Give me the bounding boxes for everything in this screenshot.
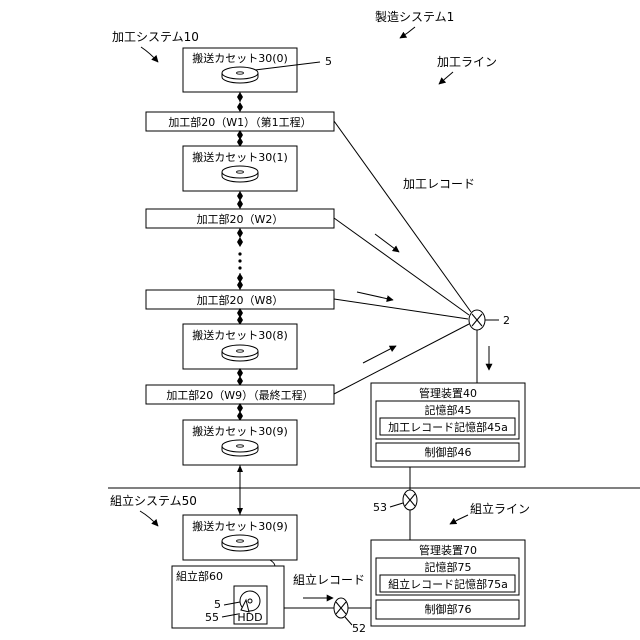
assembly-cassette-9: 搬送カセット30(9) [183, 515, 297, 560]
assembly-unit-60: 組立部60 HDD 5 55 [172, 566, 284, 628]
transfer-w8-8 [237, 308, 243, 325]
cassette-8: 搬送カセット30(8) [183, 324, 297, 369]
hdd-disk-ref: 5 [214, 598, 221, 611]
mgmt70-title: 管理装置70 [419, 543, 477, 557]
assembly-line-pointer [450, 515, 468, 524]
svg-text:加工部20（W8）: 加工部20（W8） [197, 293, 284, 307]
transfer-1-w2 [237, 191, 243, 209]
processing-unit-w1: 加工部20（W1）（第1工程） [146, 112, 334, 131]
management-device-40: 管理装置40 記憶部45 加工レコード記憶部45a 制御部46 [371, 383, 525, 467]
hub-53 [403, 490, 417, 510]
svg-text:加工部20（W9）（最終工程）: 加工部20（W9）（最終工程） [166, 388, 313, 402]
mgmt40-storage: 記憶部45 [425, 403, 472, 417]
mgmt70-storage: 記憶部75 [425, 560, 472, 574]
hub-2 [469, 310, 485, 330]
cassette-1: 搬送カセット30(1) [183, 146, 297, 191]
record-flow-arrow-3 [363, 346, 396, 363]
inter-system-transfer [237, 465, 243, 515]
processing-line-pointer [439, 72, 453, 84]
processing-line-label: 加工ライン [437, 55, 497, 69]
cassette-9-label: 搬送カセット30(9) [192, 424, 288, 438]
record-flow-arrow-1 [375, 234, 399, 252]
manufacturing-system-label: 製造システム1 [375, 10, 454, 24]
manufacturing-system-pointer [400, 27, 415, 38]
hdd-ref: 55 [205, 611, 219, 624]
assembly-system-label: 組立システム50 [110, 493, 197, 508]
svg-text:加工部20（W1）（第1工程）: 加工部20（W1）（第1工程） [168, 115, 311, 129]
cassette-0-label: 搬送カセット30(0) [192, 51, 288, 65]
transfer-0-1 [237, 92, 243, 112]
omitted-steps [237, 228, 243, 290]
mgmt70-record-store: 組立レコード記憶部75a [388, 577, 508, 591]
management-device-70: 管理装置70 記憶部75 組立レコード記憶部75a 制御部76 [371, 540, 525, 626]
cassette-8-label: 搬送カセット30(8) [192, 328, 288, 342]
record-flow-arrow-2 [357, 292, 393, 300]
assembly-system-pointer [140, 511, 158, 526]
mgmt40-control: 制御部46 [425, 445, 472, 459]
transfer-w1-1 [237, 130, 243, 147]
processing-unit-w8: 加工部20（W8） [146, 290, 334, 309]
assembly-unit-label: 組立部60 [176, 569, 223, 583]
assembly-record-label: 組立レコード [293, 572, 365, 587]
processing-system-label: 加工システム10 [112, 30, 199, 44]
disk-ref-5: 5 [325, 55, 332, 68]
hub-53-ref: 53 [373, 501, 387, 514]
transfer-w9-9 [237, 403, 243, 421]
hub-52-ref-line [345, 617, 352, 625]
hub-52 [334, 598, 348, 618]
svg-text:加工部20（W2）: 加工部20（W2） [197, 212, 284, 226]
mgmt70-control: 制御部76 [425, 602, 472, 616]
mgmt40-record-store: 加工レコード記憶部45a [388, 420, 508, 434]
processing-record-label: 加工レコード [403, 177, 475, 191]
assembly-cassette-label: 搬送カセット30(9) [192, 519, 288, 533]
mgmt40-title: 管理装置40 [419, 386, 477, 400]
cassette-9: 搬送カセット30(9) [183, 420, 297, 465]
transfer-8-w9 [237, 368, 243, 386]
cassette-1-label: 搬送カセット30(1) [192, 150, 288, 164]
processing-unit-w9: 加工部20（W9）（最終工程） [146, 385, 334, 404]
processing-record-links [334, 121, 471, 394]
hub-52-ref: 52 [352, 622, 366, 635]
cassette-0: 搬送カセット30(0) 5 [183, 48, 332, 92]
processing-unit-w2: 加工部20（W2） [146, 209, 334, 228]
assembly-line-label: 組立ライン [470, 501, 530, 516]
hdd-label: HDD [237, 611, 262, 624]
processing-system-pointer [141, 47, 158, 62]
hub-53-ref-line [390, 503, 403, 507]
hub-2-ref: 2 [503, 314, 510, 327]
